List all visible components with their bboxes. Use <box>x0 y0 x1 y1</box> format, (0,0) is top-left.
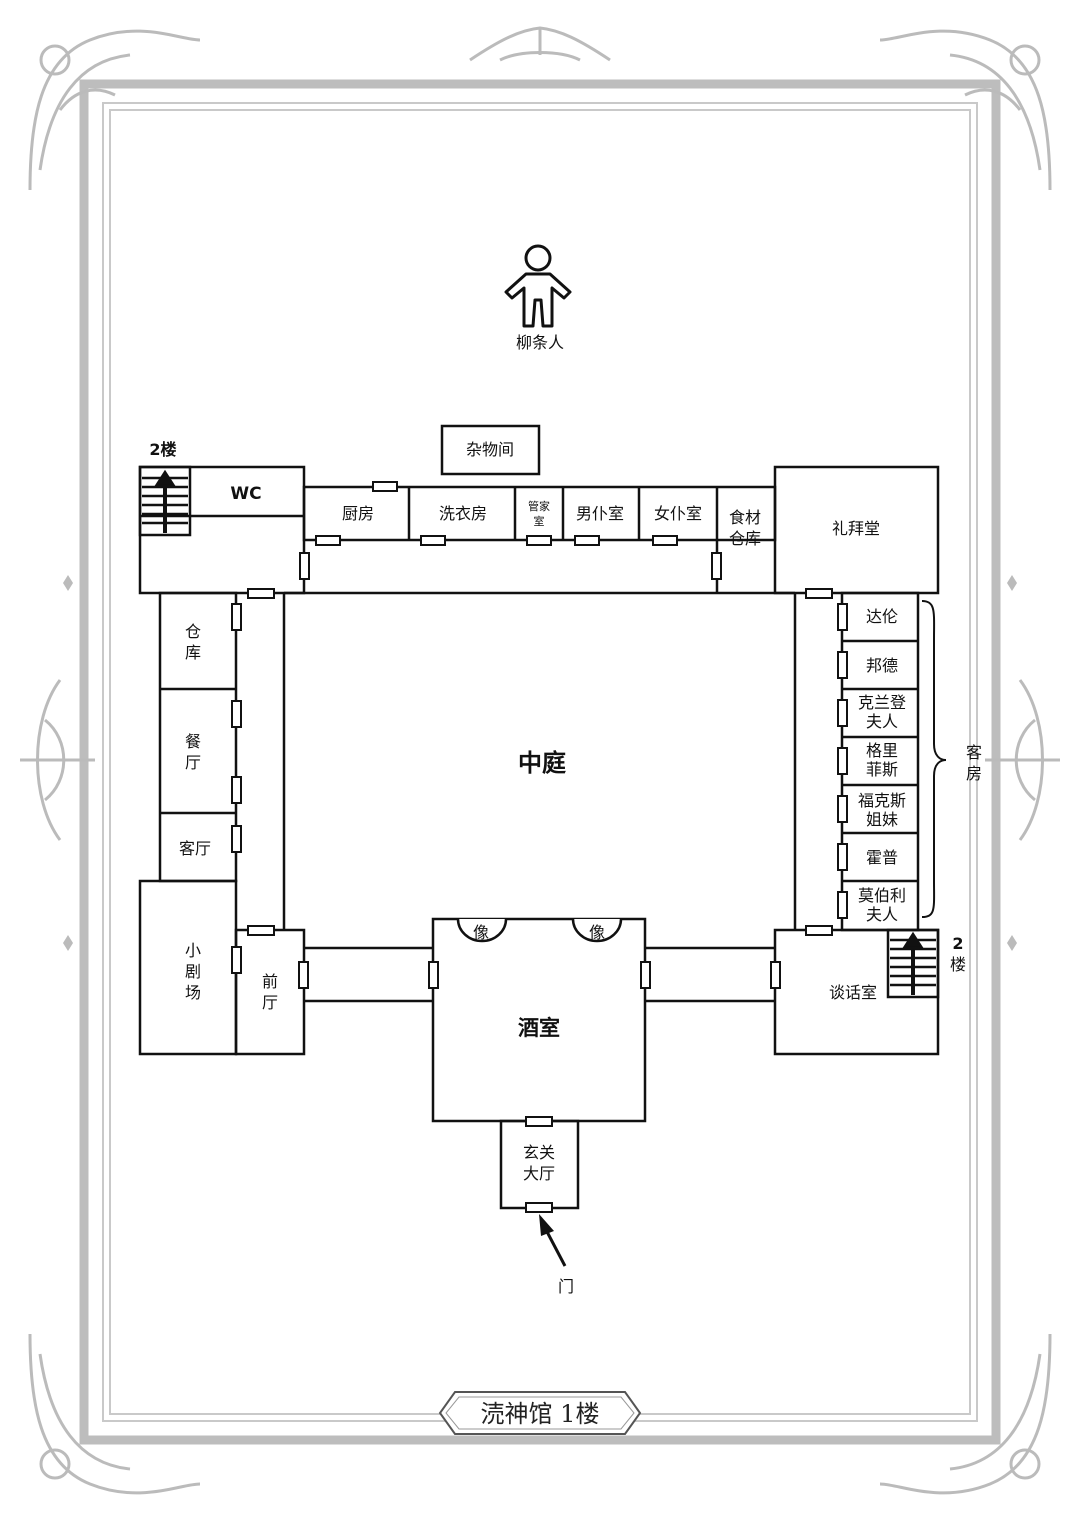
title-plaque: 涜神馆 1楼 <box>438 1391 642 1435</box>
room-living-label: 客厅 <box>179 839 211 858</box>
guest-room-griffith-label-1: 格里 <box>866 741 898 760</box>
guest-rooms-brace <box>921 600 947 918</box>
guest-room-moberly-label-2: 夫人 <box>866 905 898 924</box>
room-warehouse-label-2: 库 <box>185 643 201 662</box>
room-chapel-label: 礼拜堂 <box>832 519 880 538</box>
labels: 杂物间 2楼 WC 厨房 洗衣房 管家 室 男仆室 女仆室 食材 仓库 礼拜堂 … <box>149 440 982 1296</box>
room-food-storage-label-2: 仓库 <box>729 529 761 548</box>
guest-room-fox-label-2: 姐妹 <box>866 810 898 829</box>
room-theater-label-3: 场 <box>185 983 201 1002</box>
portrait-right-label: 像 <box>589 923 605 942</box>
room-wc-label: WC <box>230 484 261 504</box>
guest-rooms-label-2: 房 <box>966 764 982 783</box>
ornament-bottom-left <box>28 1333 201 1495</box>
map-title: 涜神馆 1楼 <box>481 1400 600 1428</box>
room-storage-small-label: 杂物间 <box>466 440 514 459</box>
room-front-label-2: 厅 <box>262 993 278 1012</box>
doors <box>231 481 848 1213</box>
room-dining-label-2: 厅 <box>185 753 201 772</box>
guest-room-griffith-label-2: 菲斯 <box>866 760 898 779</box>
room-front-label-1: 前 <box>262 972 278 991</box>
room-talk-label: 谈话室 <box>829 983 877 1002</box>
stairs-left-icon <box>142 469 188 533</box>
room-entrance-label-2: 大厅 <box>523 1164 555 1183</box>
stickman-icon <box>504 244 572 328</box>
room-manservant-label: 男仆室 <box>576 504 624 523</box>
guest-room-hope-label: 霍普 <box>866 848 898 867</box>
room-food-storage-label-1: 食材 <box>729 508 761 527</box>
guest-rooms-label-1: 客 <box>966 743 982 762</box>
room-maid-label: 女仆室 <box>654 504 702 523</box>
stickman-label: 柳条人 <box>516 333 564 352</box>
room-laundry-label: 洗衣房 <box>439 504 487 523</box>
ornament-top-left <box>28 29 201 191</box>
guest-room-dalun-label: 达伦 <box>866 607 898 626</box>
ornament-top-right <box>879 29 1052 191</box>
stairs-left-label: 2楼 <box>149 440 176 459</box>
portrait-left-label: 像 <box>473 923 489 942</box>
guest-room-fox-label-1: 福克斯 <box>858 791 906 810</box>
guest-room-clayton-label-1: 克兰登 <box>858 693 906 712</box>
ornament-right-center <box>985 679 1060 841</box>
guest-room-bangde-label: 邦德 <box>866 656 898 675</box>
decorative-frame <box>20 26 1060 1495</box>
room-entrance-label-1: 玄关 <box>523 1143 555 1162</box>
courtyard-label: 中庭 <box>518 749 566 777</box>
ornament-bottom-right <box>879 1333 1052 1495</box>
stairs-right-label-1: 2 <box>952 934 963 953</box>
room-butler-label-2: 室 <box>534 514 545 528</box>
guest-room-moberly-label-1: 莫伯利 <box>858 886 906 905</box>
room-warehouse-label-1: 仓 <box>185 622 201 641</box>
room-butler-label-1: 管家 <box>528 499 550 513</box>
door-arrow-icon <box>539 1214 567 1267</box>
room-bar-label: 酒室 <box>518 1016 560 1040</box>
ornament-left-center <box>20 679 95 841</box>
room-dining-label-1: 餐 <box>185 732 201 751</box>
door-label: 门 <box>558 1277 574 1296</box>
stairs-right-label-2: 楼 <box>950 955 966 974</box>
room-kitchen-label: 厨房 <box>342 504 374 523</box>
guest-room-clayton-label-2: 夫人 <box>866 712 898 731</box>
ornament-top-center <box>469 26 611 62</box>
room-theater-label-1: 小 <box>185 941 201 960</box>
room-theater-label-2: 剧 <box>185 962 201 981</box>
stairs-right-icon <box>890 931 936 995</box>
